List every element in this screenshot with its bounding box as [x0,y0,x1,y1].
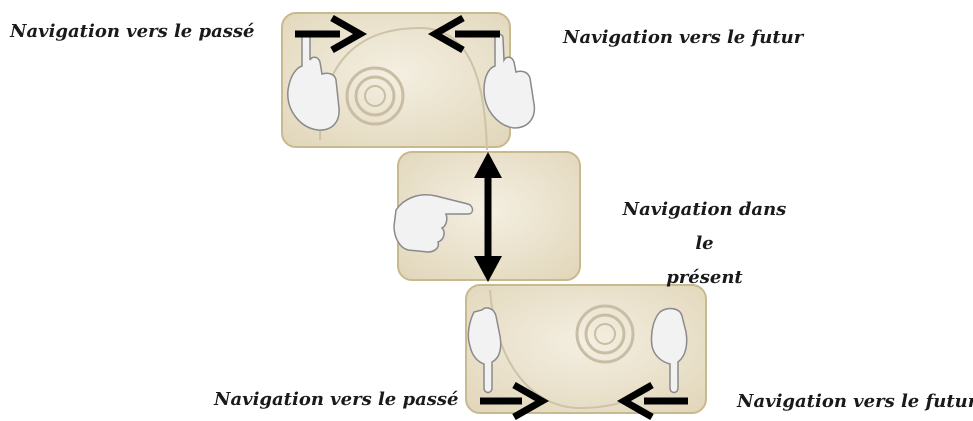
top-panel [281,12,536,151]
arrow-right-icon [295,14,368,54]
arrow-left-icon [616,381,688,421]
hand-pointing-down-icon [483,33,536,129]
hand-pointing-down-icon [287,33,340,131]
label-past-navigation-bottom: Navigation vers le passé [214,389,459,410]
hand-pointing-down-icon [650,307,688,394]
label-past-navigation-top: Navigation vers le passé [10,21,255,42]
bottom-panel [465,284,707,421]
arrow-vertical-icon [474,152,502,282]
hand-pointing-down-icon [467,307,502,394]
label-present-line-1: Navigation dans le [622,199,787,254]
hand-pointing-right-icon [393,194,474,253]
label-future-navigation-top: Navigation vers le futur [563,27,804,48]
label-present-navigation: Navigation dans le présent [612,193,797,295]
dial-icon [345,66,405,126]
arrow-left-icon [427,14,500,54]
middle-panel [393,151,581,282]
dial-icon [575,304,635,364]
label-present-line-2: présent [666,267,743,288]
arrow-right-icon [480,381,550,421]
label-future-navigation-bottom: Navigation vers le futur [737,391,973,412]
